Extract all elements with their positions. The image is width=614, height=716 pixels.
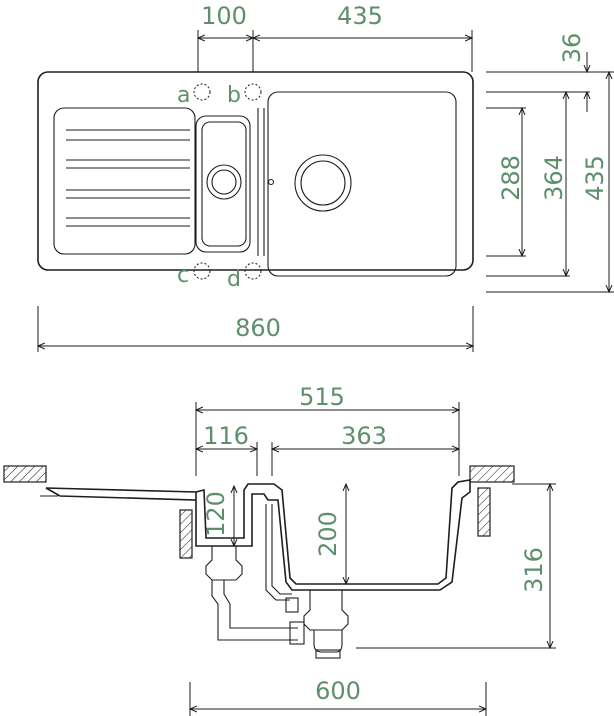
dim-main-bowl-width: 363 [341, 422, 387, 450]
dim-bowl-widths-lines [196, 442, 459, 476]
tap-hole-d [244, 262, 262, 280]
dim-small-bowl-width: 116 [203, 422, 249, 450]
dim-bottom [38, 306, 473, 352]
dim-right [486, 52, 614, 292]
drainer-board [53, 107, 196, 255]
cabinet-wall-right [477, 487, 491, 537]
tap-hole-b [244, 83, 262, 101]
dim-overall-width: 860 [235, 314, 281, 342]
tap-hole-d-label: d [227, 267, 241, 292]
dim-bowl-depth-inner: 288 [497, 155, 525, 201]
sink-outline [37, 71, 474, 271]
dim-overall-depth: 435 [581, 155, 609, 201]
dim-small-bowl-depth: 120 [202, 491, 230, 537]
worktop-right [469, 465, 515, 483]
section-view: 515 116 363 [3, 383, 556, 716]
dim-main-bowl-depth: 200 [314, 511, 342, 557]
sink-profile [45, 479, 471, 591]
dim-tap-offset: 100 [201, 2, 247, 30]
dim-bowl-width: 435 [337, 2, 383, 30]
waste-fittings [205, 504, 349, 659]
dim-total-depth: 316 [520, 547, 548, 593]
tap-hole-c-label: c [177, 263, 189, 288]
worktop-left [3, 465, 47, 483]
cabinet-wall-left [179, 509, 193, 559]
main-bowl [267, 91, 457, 277]
tap-hole-c [193, 262, 211, 280]
dim-bowl-depth: 364 [540, 155, 568, 201]
tap-hole-a-label: a [177, 83, 190, 108]
dim-cabinet-lines [190, 682, 486, 716]
dim-cabinet-width: 600 [315, 677, 361, 705]
tap-hole-b-label: b [227, 83, 241, 108]
tap-hole-a [193, 83, 211, 101]
dim-rim-top: 36 [558, 33, 586, 64]
small-bowl [195, 115, 251, 253]
dim-total-depth-lines [356, 484, 556, 648]
top-view: a b c d 100 435 36 288 364 435 860 [38, 2, 614, 352]
dim-top [198, 30, 472, 72]
dim-bowls-span: 515 [299, 383, 345, 411]
dim-bowls-span-lines [196, 402, 459, 476]
